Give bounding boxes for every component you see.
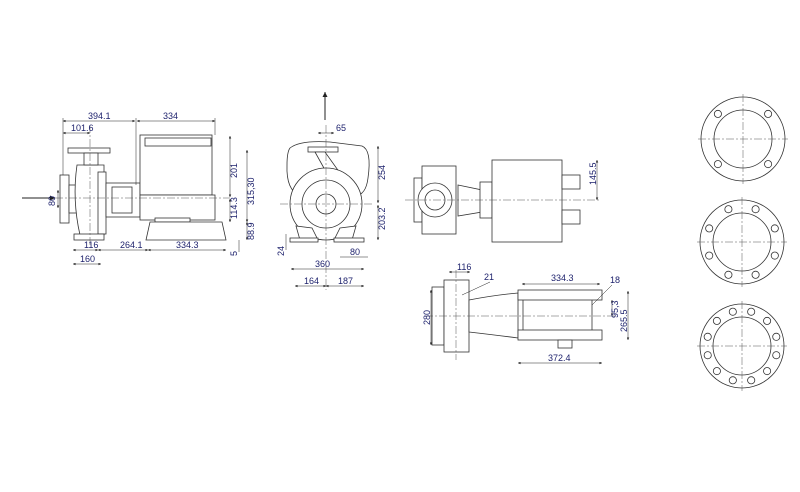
bolt-hole [712, 316, 721, 325]
bolt-hole [763, 367, 772, 376]
bolt-hole [747, 376, 756, 385]
dim-254: 254 [377, 165, 387, 180]
front-view: 65 254 203.2 24 80 360 164 187 [276, 92, 387, 290]
bolt-hole [703, 332, 712, 341]
dim-315-30: 315,30 [246, 177, 256, 205]
dim-160: 160 [80, 254, 95, 264]
flange-1 [698, 94, 788, 184]
dim-203-2: 203.2 [377, 207, 387, 230]
bolt-hole [724, 270, 733, 279]
bolt-hole [751, 270, 760, 279]
dim-65: 65 [336, 123, 346, 133]
flange-3 [697, 301, 787, 391]
dim-164: 164 [304, 276, 319, 286]
bolt-hole [770, 251, 779, 260]
bolt-hole [712, 367, 721, 376]
bolt-hole [751, 205, 760, 214]
dim-116: 116 [84, 240, 98, 250]
dim-334-3-base: 334.3 [551, 273, 574, 283]
dim-114-3: 114.3 [229, 197, 239, 219]
bolt-hole [705, 251, 714, 260]
dim-116-base: 116 [457, 262, 471, 272]
dim-265-5: 265.5 [619, 309, 629, 332]
bolt-hole [772, 332, 781, 341]
bolt-hole [724, 205, 733, 214]
dim-95-3: 95,3 [610, 300, 620, 318]
bolt-hole [713, 160, 722, 169]
bolt-hole [770, 224, 779, 233]
dim-88-9: 88.9 [246, 222, 256, 240]
bolt-hole [763, 316, 772, 325]
dim-201: 201 [229, 163, 239, 178]
dim-24: 24 [276, 246, 286, 256]
dim-334-3: 334.3 [176, 240, 199, 250]
flange-2 [697, 197, 787, 287]
dim-394-1: 394.1 [88, 111, 111, 121]
dim-372-4: 372.4 [548, 353, 571, 363]
bolt-hole [703, 351, 712, 360]
dim-187: 187 [338, 276, 353, 286]
dim-280: 280 [422, 310, 432, 325]
base-plan-view: 116 21 334.3 18 95,3 265.5 280 372.4 [422, 262, 630, 365]
bolt-hole [764, 160, 773, 169]
side-view: 394.1 334 101.6 201 114.3 315,30 88.9 5 … [22, 111, 256, 266]
dim-264-1: 264.1 [120, 240, 143, 250]
flange-views [697, 94, 788, 391]
dim-80: 80 [47, 196, 57, 206]
top-view: 145.5 [405, 159, 600, 243]
bolt-hole [705, 224, 714, 233]
dim-145-5: 145.5 [588, 162, 598, 185]
dim-360: 360 [315, 259, 330, 269]
bolt-hole [747, 307, 756, 316]
dim-334: 334 [163, 111, 178, 121]
dim-80-foot: 80 [350, 247, 360, 257]
bolt-hole [772, 351, 781, 360]
bolt-hole [713, 109, 722, 118]
dim-5: 5 [229, 251, 239, 256]
dim-101-6: 101.6 [71, 123, 94, 133]
dim-21: 21 [484, 272, 494, 282]
bolt-hole [728, 376, 737, 385]
bolt-hole [764, 109, 773, 118]
dim-18: 18 [610, 275, 620, 285]
bolt-hole [728, 307, 737, 316]
